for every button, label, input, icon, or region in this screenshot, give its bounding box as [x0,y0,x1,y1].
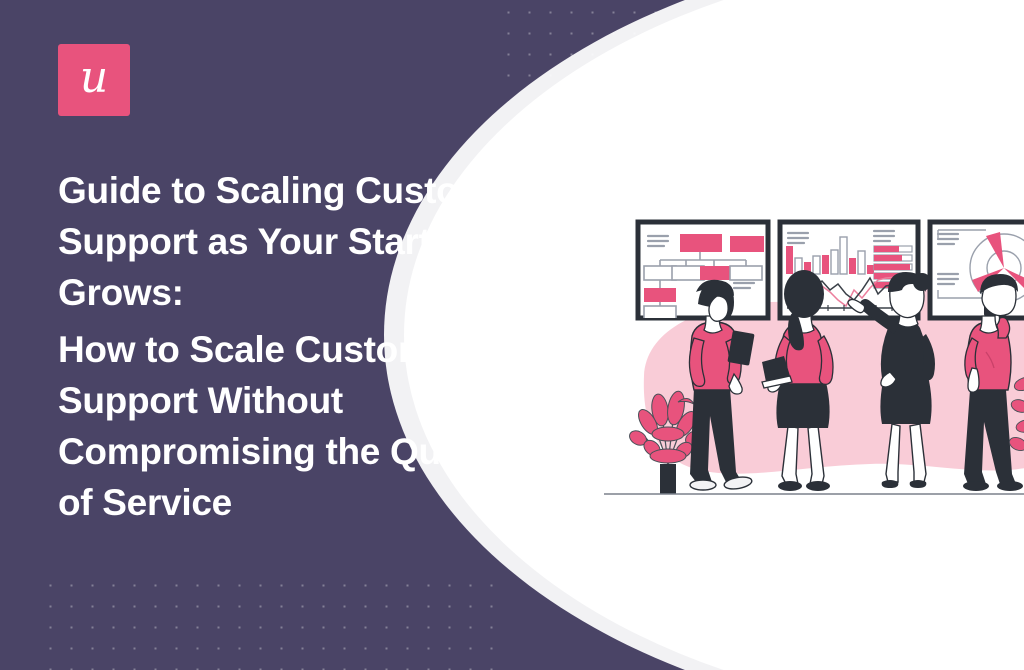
flowchart-connectors [659,252,747,306]
flow-node-2 [671,265,705,281]
screen3-text-lines [936,232,960,246]
person1-tablet [727,330,755,366]
pie-wedge-a [986,232,1004,268]
person1-shoe-left [689,479,717,491]
person2-ponytail [788,310,804,351]
person3-shoe-right [909,480,927,488]
person1-hand [728,372,743,395]
person4-neck [979,315,999,334]
person-with-phone [963,274,1023,491]
flow-node-pink-3 [700,266,732,280]
person3-bun [913,273,931,291]
screen-flowchart [635,219,771,321]
flow-node-3 [729,265,763,281]
title-subtitle: How to Scale Customer Support Without Co… [58,329,514,523]
bar-chart [786,236,874,275]
pie-wedge-c [1004,268,1024,288]
person4-hair [980,274,1018,294]
person4-shoe-right [997,481,1023,491]
person3-shoe-left [881,480,899,488]
flow-node-pink-2 [730,236,764,252]
flow-node-pink-4 [644,288,676,302]
flow-node-4 [643,305,677,318]
page-title: Guide to Scaling Customer Support as You… [58,165,528,528]
screen3-text-lines-2 [936,272,960,286]
person1-shoe-right [723,476,753,490]
person4-hand-low [967,367,980,393]
person2-skirt [776,382,830,428]
person1-face [708,295,729,322]
title-main: Guide to Scaling Customer Support as You… [58,170,526,313]
person2-hair [784,270,824,318]
flow-node-pink-1 [680,234,722,252]
person2-shoe-right [806,481,830,491]
person2-laptop [762,356,790,382]
person4-shoe-left [963,481,989,491]
decorative-leaves [1008,376,1024,452]
person3-pointing-hand [847,298,866,314]
person3-arm-raised [859,299,900,334]
screen2-text-lines-2 [872,229,896,243]
team-reviewing-dashboards-illustration [586,176,1024,524]
screen1-text-lines [646,234,670,248]
person1-trousers [690,388,742,482]
person2-shoe-left [778,481,802,491]
person3-skirt [880,376,932,424]
plant-pot [660,464,676,494]
person-with-tablet [688,279,755,491]
screen2-text-lines [786,231,810,245]
userpilot-logo: u [58,44,130,116]
person4-trousers [964,390,1016,484]
logo-letter-u: u [79,52,109,103]
person-with-laptop [761,270,834,491]
person-pointing [847,272,935,488]
person3-dress [880,318,928,378]
